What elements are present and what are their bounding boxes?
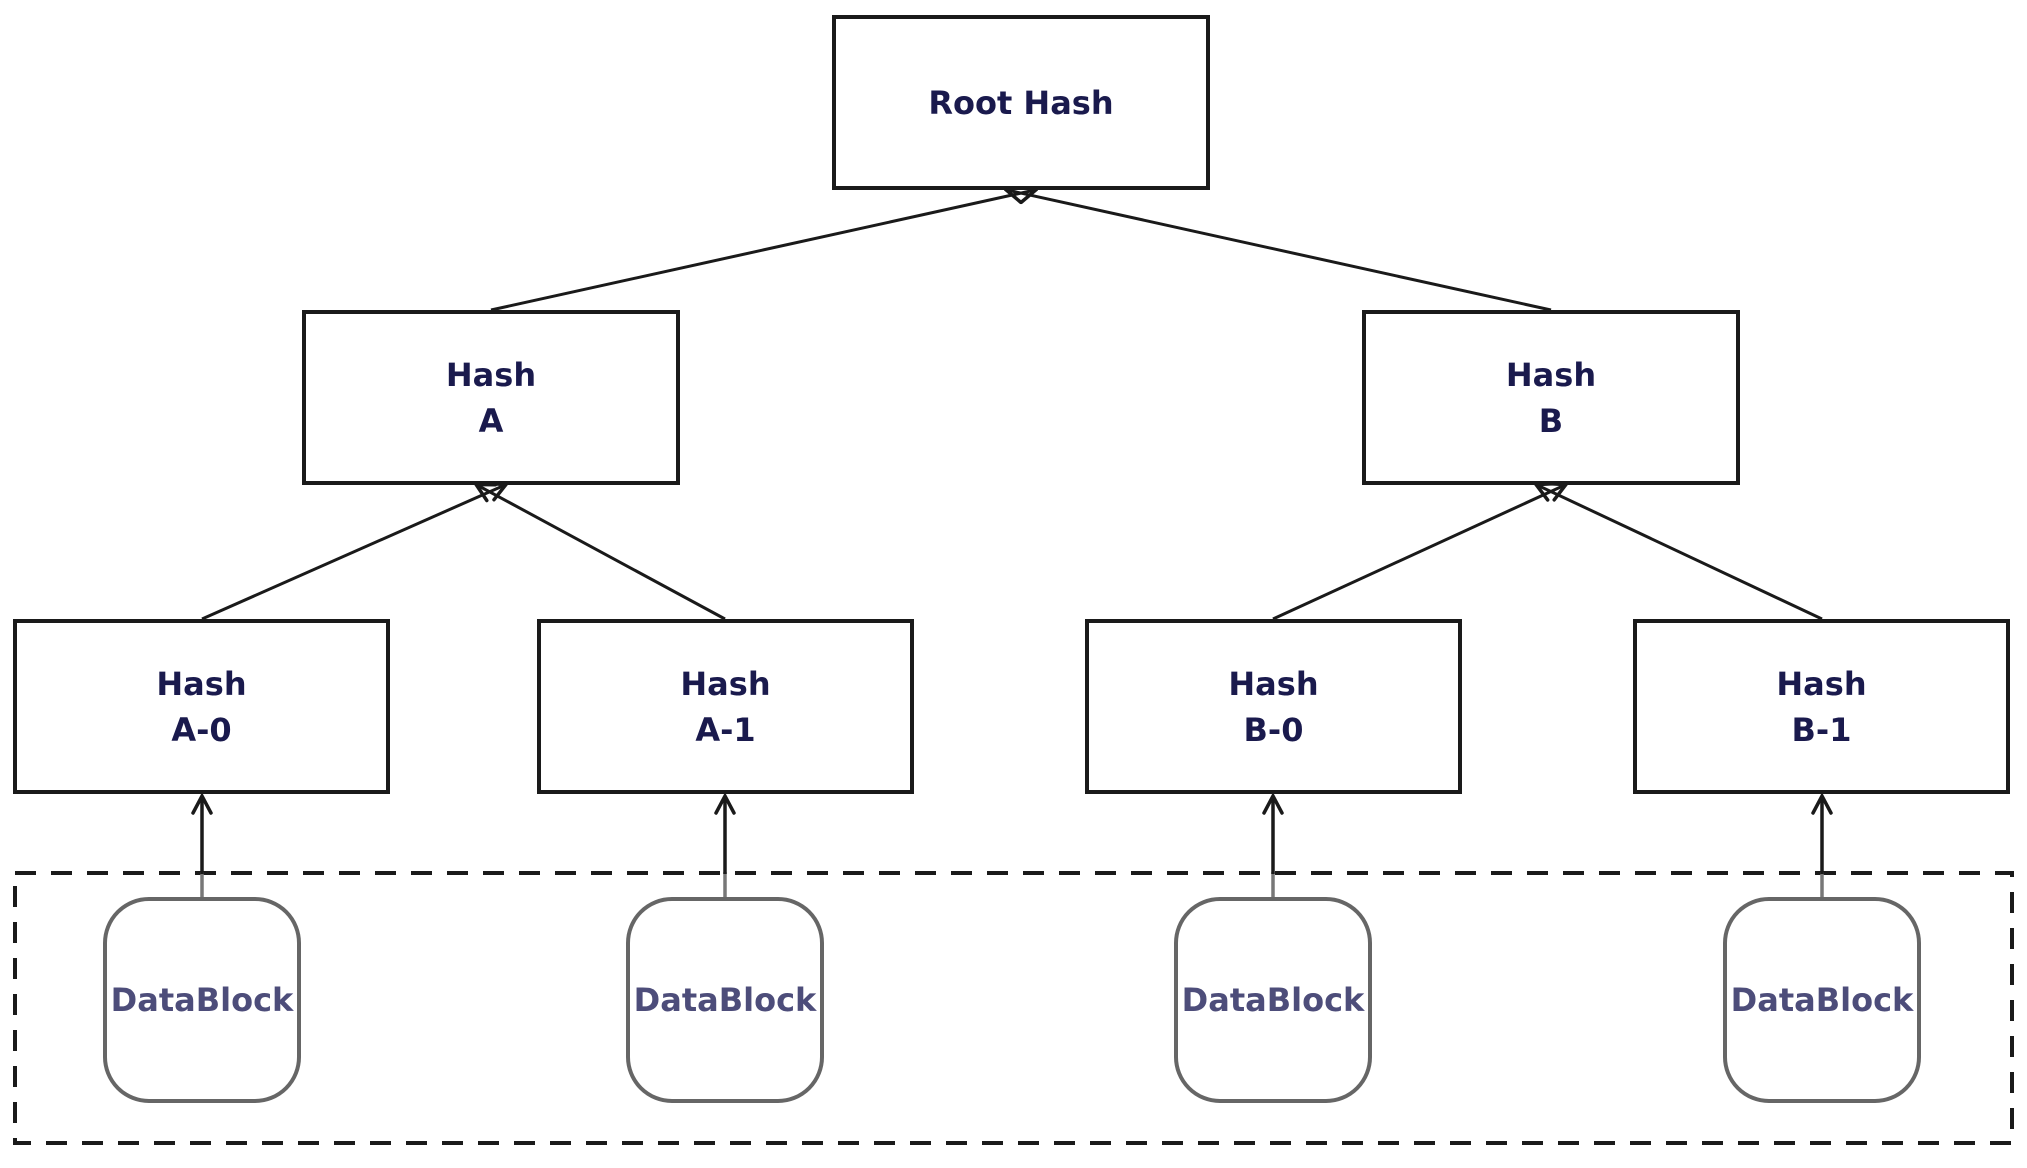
node-root-hash-label: Root Hash (928, 83, 1114, 122)
node-hash-a-label-line1: Hash (445, 355, 537, 394)
edge-hash-a-to-root (490, 190, 1035, 312)
edge-hash-a0-to-hash-a (201, 485, 505, 621)
node-hash-b1-label-line2: B-1 (1791, 710, 1852, 749)
node-hash-a0: Hash A-0 (13, 619, 390, 794)
node-datablock-1: DataBlock (103, 897, 301, 1103)
edge-hash-b-to-root (1007, 190, 1552, 312)
edge-hash-a1-to-hash-a (477, 485, 726, 621)
node-hash-b-label-line1: Hash (1505, 355, 1597, 394)
node-hash-a0-label-line2: A-0 (171, 710, 232, 749)
node-datablock-2: DataBlock (626, 897, 824, 1103)
node-hash-b0-label-line1: Hash (1228, 664, 1319, 703)
node-hash-b1: Hash B-1 (1633, 619, 2010, 794)
node-hash-a0-label-line1: Hash (156, 664, 247, 703)
node-datablock-1-label: DataBlock (110, 981, 294, 1019)
node-datablock-4: DataBlock (1723, 897, 1921, 1103)
node-datablock-3: DataBlock (1174, 897, 1372, 1103)
node-hash-b-label-line2: B (1538, 401, 1564, 440)
node-hash-a-label-line2: A (478, 401, 504, 440)
node-hash-b0-label-line2: B-0 (1243, 710, 1304, 749)
node-hash-b0: Hash B-0 (1085, 619, 1462, 794)
node-hash-a1-label-line2: A-1 (695, 710, 756, 749)
node-hash-a1: Hash A-1 (537, 619, 914, 794)
node-root-hash: Root Hash (832, 15, 1210, 190)
datablock-container (13, 871, 2014, 1145)
node-datablock-4-label: DataBlock (1730, 981, 1914, 1019)
edge-hash-b1-to-hash-b (1537, 485, 1823, 621)
node-hash-b: Hash B (1362, 310, 1740, 485)
node-hash-a1-label-line1: Hash (680, 664, 771, 703)
node-datablock-3-label: DataBlock (1181, 981, 1365, 1019)
node-hash-a: Hash A (302, 310, 680, 485)
edge-hash-b0-to-hash-b (1272, 485, 1565, 621)
node-datablock-2-label: DataBlock (633, 981, 817, 1019)
node-hash-b1-label-line1: Hash (1776, 664, 1867, 703)
